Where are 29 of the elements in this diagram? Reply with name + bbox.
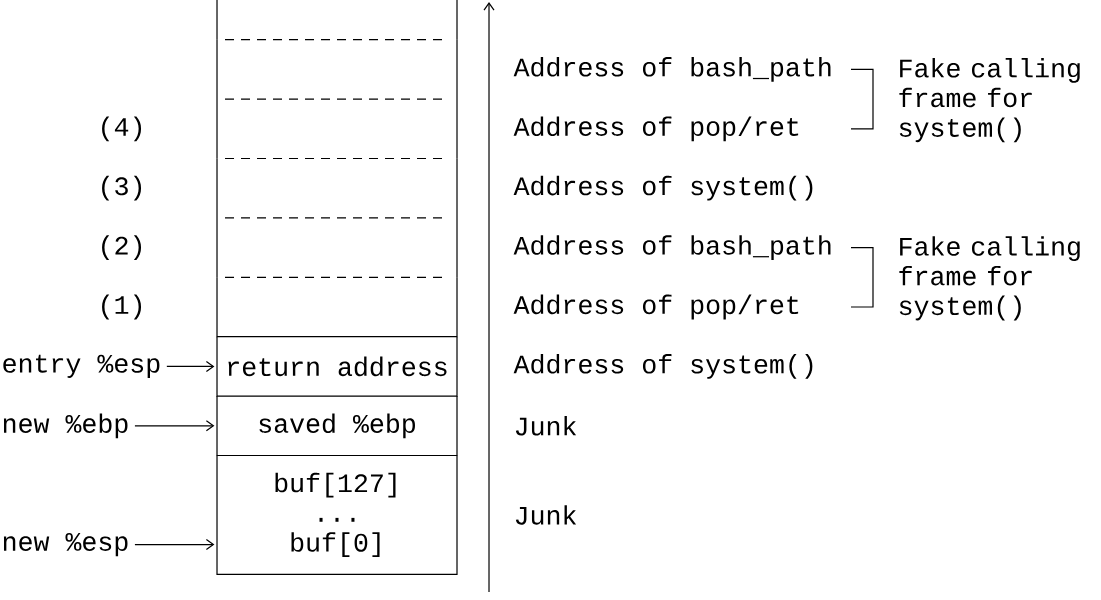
cell-number: (3) <box>102 175 142 201</box>
stack-cell: return address <box>216 336 458 397</box>
stack-cell <box>216 39 458 100</box>
stack-cell <box>216 98 458 160</box>
stack-cell: buf[127] ... buf[0] <box>216 454 458 575</box>
stack-note: Junk <box>515 505 577 525</box>
arrow <box>134 539 215 551</box>
stack-cell: saved %ebp <box>216 395 458 457</box>
arrow <box>166 360 215 372</box>
stack-note: Address of bash_path <box>513 235 831 260</box>
cell-number: (1) <box>102 294 142 320</box>
pointer-label: new %ebp <box>3 413 128 439</box>
stack-note: Address of bash_path <box>513 57 831 82</box>
cell-number: (2) <box>102 235 142 260</box>
cell-number: (4) <box>102 116 142 142</box>
stack-note: Address of pop/ret <box>513 294 799 320</box>
arrow <box>134 420 215 432</box>
frame-note: Fake calling frame for system() <box>899 236 1080 321</box>
stack-cell <box>216 157 458 219</box>
stack-note: Address of pop/ret <box>513 116 799 142</box>
stack-cell <box>216 276 458 338</box>
stack-note: Address of system() <box>513 354 813 379</box>
pointer-label: new %esp <box>3 533 128 557</box>
stack-note: Address of system() <box>513 175 813 201</box>
stack-cell <box>216 0 458 41</box>
frame-note: Fake calling frame for system() <box>899 58 1080 143</box>
stack-note: Junk <box>515 416 577 436</box>
stack-cell <box>216 217 458 278</box>
pointer-label: entry %esp <box>3 354 160 378</box>
